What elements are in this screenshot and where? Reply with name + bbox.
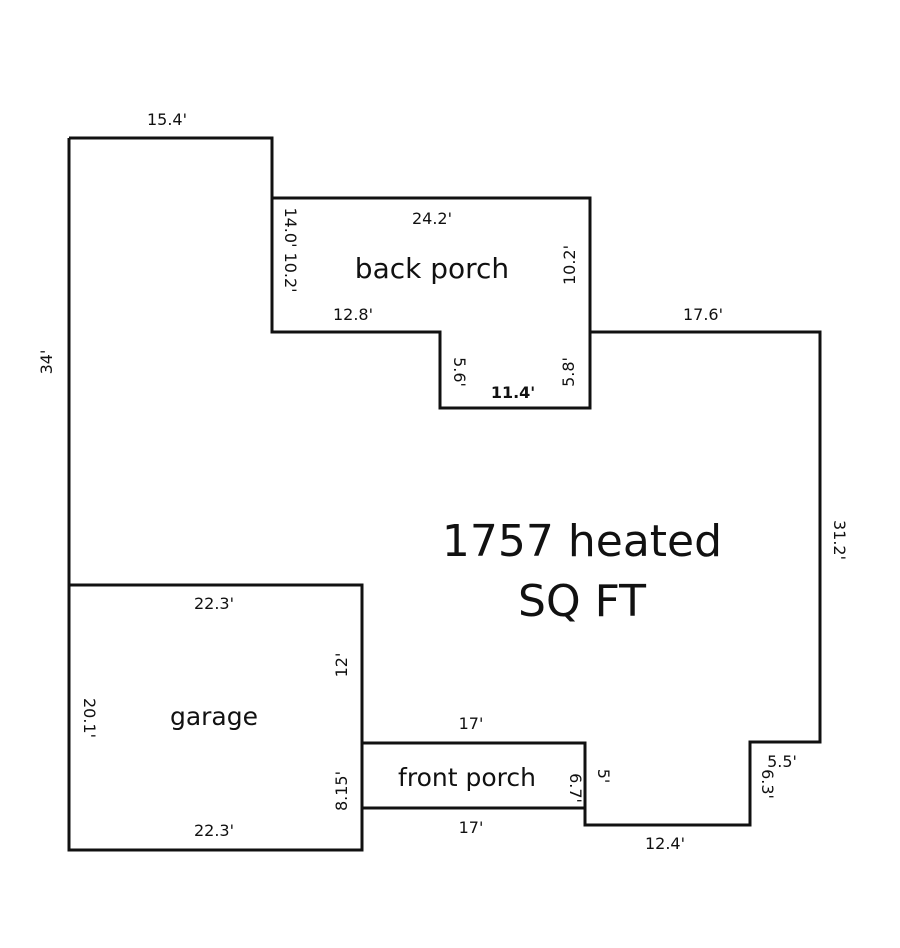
exterior-outline (67, 136, 822, 852)
dimension-garage-top: 22.3' (194, 594, 234, 613)
dimension-corner-vertical: 6.3' (758, 769, 777, 799)
dimension-top-left-width: 15.4' (147, 110, 187, 129)
dimension-right-top: 17.6' (683, 305, 723, 324)
dimension-notch-bottom: 11.4' (491, 383, 535, 402)
dimension-corner-horizontal: 5.5' (767, 752, 797, 771)
main-area-label-line1: 1757 heated (442, 516, 722, 567)
dimension-back-porch-right: 10.2' (560, 245, 579, 285)
dimension-front-porch-top: 17' (459, 714, 484, 733)
dimension-garage-left: 20.1' (80, 698, 99, 738)
dimension-right-height: 31.2' (830, 520, 849, 560)
dimension-front-porch-bottom: 17' (459, 818, 484, 837)
dimension-notch-left: 5.6' (450, 357, 469, 387)
dimension-garage-right-lower: 8.15' (332, 771, 351, 811)
garage-outline (69, 583, 364, 808)
dimension-bottom-right: 12.4' (645, 834, 685, 853)
main-area-label-line2: SQ FT (518, 576, 646, 627)
dimension-front-step: 5' (594, 769, 613, 784)
dimension-back-porch-left: 14.0' 10.2' (281, 207, 300, 292)
front-porch-outline (362, 741, 587, 808)
dimension-back-porch-top: 24.2' (412, 209, 452, 228)
dimension-back-porch-bottom: 12.8' (333, 305, 373, 324)
dimension-front-porch-right: 6.7' (566, 773, 585, 803)
dimension-left-height: 34' (37, 350, 56, 375)
back-porch-label: back porch (355, 252, 509, 285)
front-porch-label: front porch (398, 763, 536, 792)
garage-label: garage (170, 702, 258, 731)
back-porch-outline (272, 196, 592, 332)
dimension-garage-bottom: 22.3' (194, 821, 234, 840)
dimension-garage-right-upper: 12' (332, 653, 351, 678)
dimension-notch-right: 5.8' (559, 357, 578, 387)
